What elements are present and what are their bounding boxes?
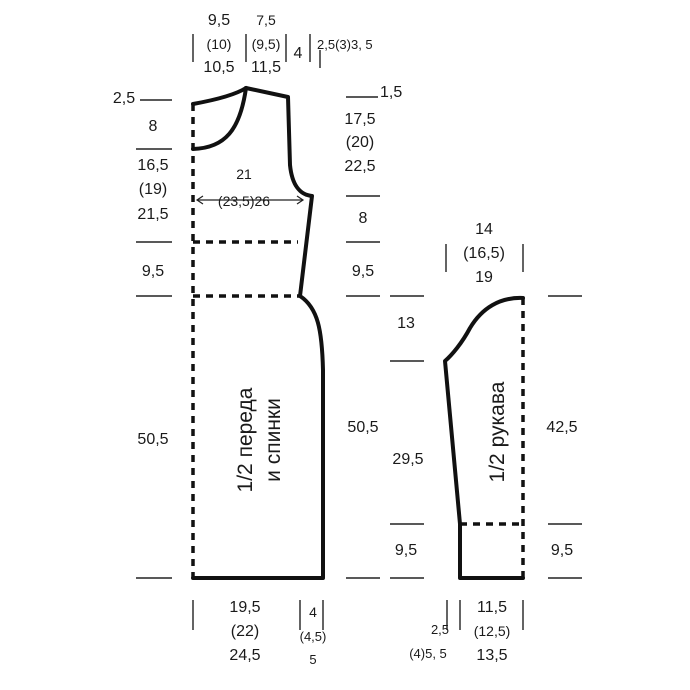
sleeve-body-height: 29,5 [392, 451, 423, 468]
shoulder-width-line1: 7,5 [256, 12, 276, 28]
sleeve-top-width-line3: 19 [475, 269, 493, 286]
chest-arrow-right-head [296, 195, 305, 205]
hem-width-line2: (22) [231, 623, 259, 640]
neck-back-depth: 2,5 [113, 90, 135, 107]
sleeve-offset-line2: (4)5, 5 [409, 646, 447, 661]
sleeve-top-width-line2: (16,5) [463, 245, 505, 262]
chest-width-line2: (23,5)26 [218, 193, 270, 209]
neck-width-line1: 9,5 [208, 12, 230, 29]
sleeve-right-dimensions: 42,5 9,5 [546, 295, 582, 579]
hem-flare-line3: 5 [309, 652, 316, 667]
body-outline [191, 86, 325, 580]
upper-height-line3: 21,5 [137, 206, 168, 223]
sleeve-cap-height: 13 [397, 315, 415, 332]
body-left-dimensions: 2,5 8 16,5 (19) 21,5 9,5 50,5 [113, 90, 172, 579]
sleeve-cuff-height-left: 9,5 [395, 542, 417, 559]
sleeve-offset-line1: 2,5 [431, 622, 449, 637]
armhole-height-line3: 22,5 [344, 158, 375, 175]
upper-height-line2: (19) [139, 181, 167, 198]
armhole-height-line1: 17,5 [344, 111, 375, 128]
chest-arrow-left-head [195, 195, 204, 205]
sleeve-title-text: 1/2 рукава [486, 381, 509, 482]
body-bottom-dimensions: 19,5 (22) 24,5 4 (4,5) 5 [192, 599, 327, 667]
body-back-neckline [191, 86, 248, 106]
neck-front-depth: 8 [149, 118, 158, 135]
sleeve-bottom-width-line2: (12,5) [474, 623, 511, 639]
side-offset: 2,5(3)3, 5 [317, 37, 373, 52]
hem-flare-line2: (4,5) [300, 629, 327, 644]
body-main-height-left: 50,5 [137, 431, 168, 448]
body-top-dimensions: 9,5 (10) 10,5 7,5 (9,5) 11,5 4 2,5(3)3, … [192, 12, 373, 76]
chest-width-line1: 21 [236, 166, 252, 182]
shoulder-slope: 1,5 [380, 84, 402, 101]
armhole-offset: 4 [294, 45, 303, 62]
hem-flare-line1: 4 [309, 604, 317, 620]
sleeve-top-width-line1: 14 [475, 221, 493, 238]
sleeve-title: 1/2 рукава [486, 381, 509, 482]
sleeve-bottom-width-line3: 13,5 [476, 647, 507, 664]
body-main-height-right: 50,5 [347, 419, 378, 436]
body-piece: 21 (23,5)26 1/2 переда и спинки [191, 86, 325, 580]
body-yoke-height-left: 9,5 [142, 263, 164, 280]
sleeve-total-height: 42,5 [546, 419, 577, 436]
sleeve-bottom-width-line1: 11,5 [477, 599, 507, 616]
body-right-dimensions: 1,5 17,5 (20) 22,5 8 9,5 50,5 [344, 84, 402, 579]
body-title: 1/2 переда и спинки [234, 387, 285, 492]
hem-width-line1: 19,5 [229, 599, 260, 616]
body-title-line2: и спинки [262, 398, 285, 482]
hem-width-line3: 24,5 [229, 647, 260, 664]
upper-height-line1: 16,5 [137, 157, 168, 174]
sleeve-piece: 1/2 рукава [443, 295, 525, 580]
sleeve-outline [443, 295, 525, 580]
body-front-neckline [191, 86, 248, 151]
neck-width-line3: 10,5 [203, 59, 234, 76]
shoulder-width-line2: (9,5) [252, 36, 281, 52]
armhole-height-line2: (20) [346, 134, 374, 151]
sleeve-top-dimensions: 14 (16,5) 19 [445, 221, 524, 286]
neck-width-line2: (10) [207, 36, 232, 52]
sleeve-bottom-dimensions: 11,5 (12,5) 13,5 2,5 (4)5, 5 [409, 599, 524, 664]
shoulder-width-line3: 11,5 [251, 59, 281, 76]
armhole-below: 8 [359, 210, 368, 227]
body-yoke-height-right: 9,5 [352, 263, 374, 280]
body-title-line1: 1/2 переда [234, 387, 257, 492]
sleeve-left-dimensions: 13 29,5 9,5 [390, 295, 424, 579]
sleeve-cuff-height-right: 9,5 [551, 542, 573, 559]
